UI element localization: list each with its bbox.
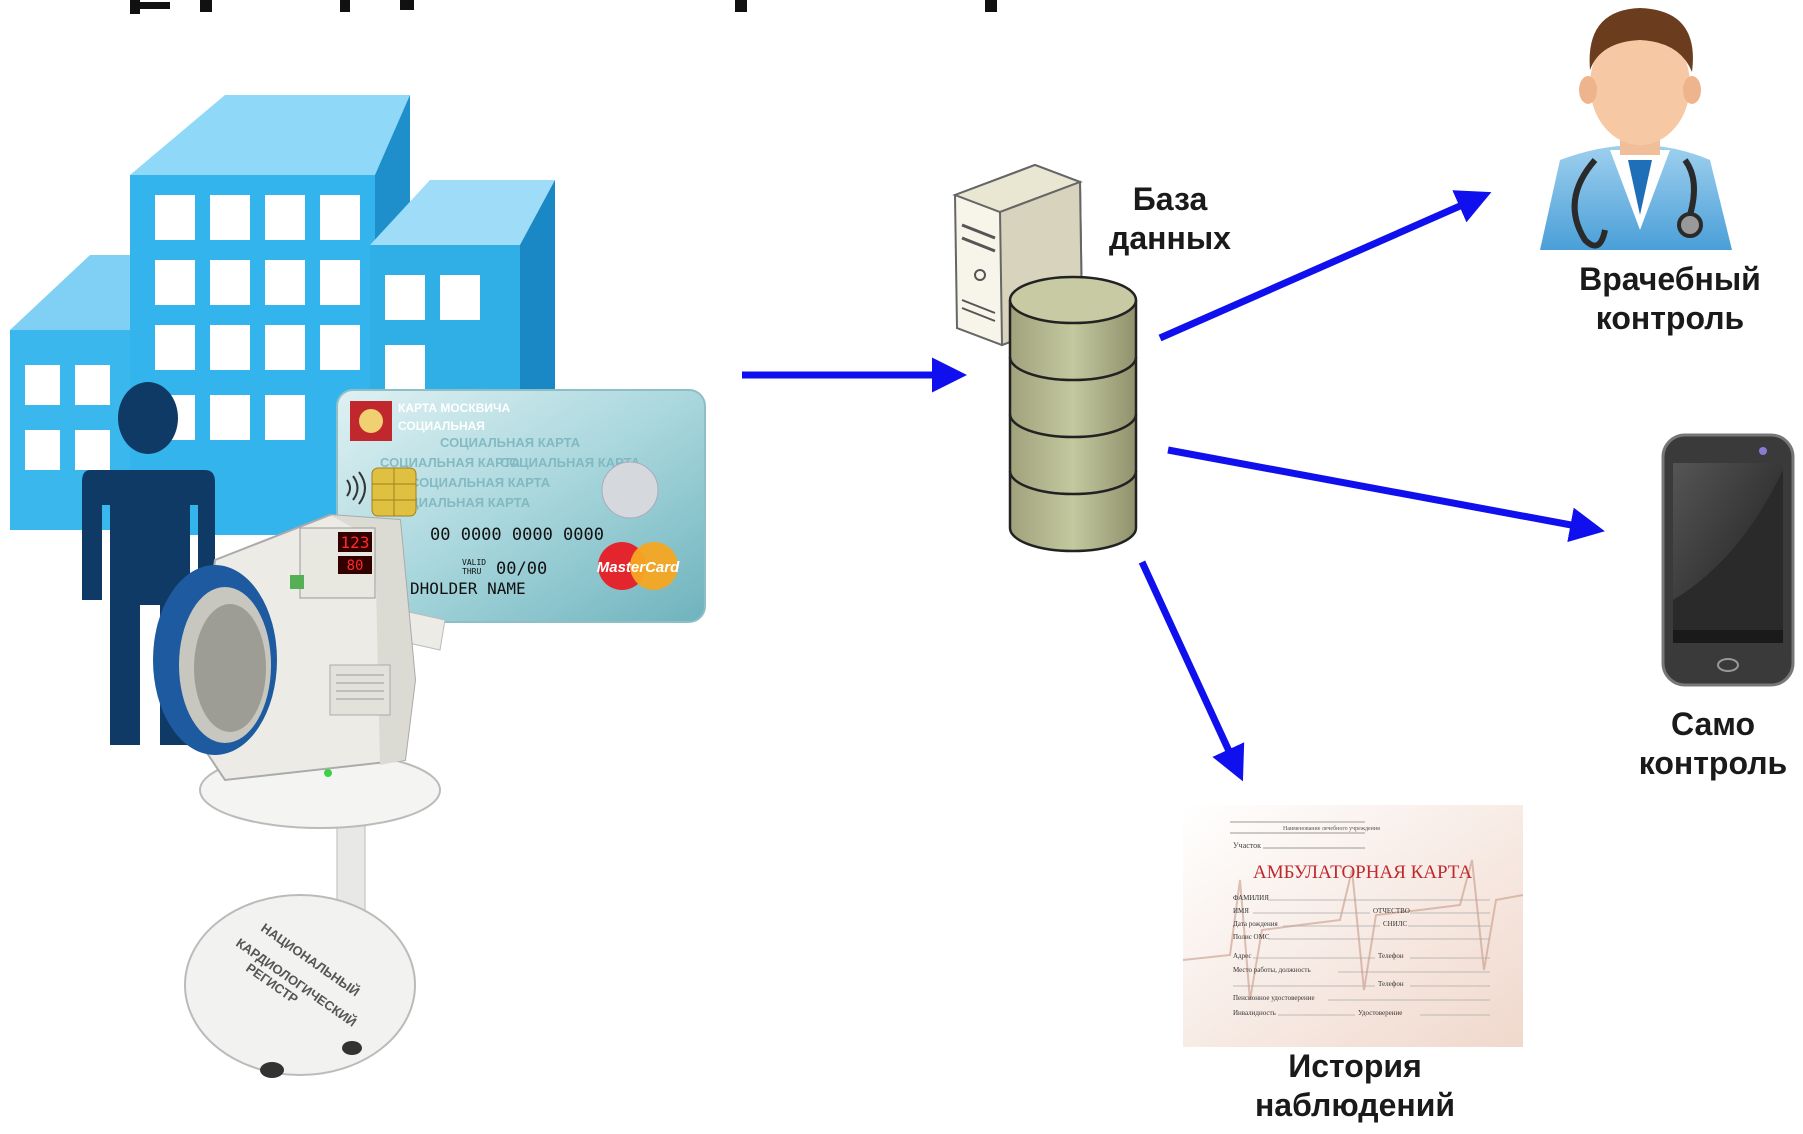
doctor-label: Врачебный контроль: [1550, 260, 1790, 338]
card-valid-label-1: VALID: [462, 558, 486, 567]
database-label: База данных: [1095, 180, 1245, 258]
field-label: Дата рождения: [1233, 920, 1279, 928]
arrow-database-to-phone: [1167, 446, 1605, 543]
card-number: 00 0000 0000 0000: [430, 525, 604, 545]
ambulatory-card-image: Наименование лечебного учреждения Участо…: [1182, 805, 1524, 1047]
card-watermark: СОЦИАЛЬНАЯ КАРТА: [380, 455, 521, 470]
side-field-label: Удостоверение: [1358, 1009, 1402, 1017]
bp-systolic: 123: [341, 533, 370, 552]
side-field-label: ОТЧЕСТВО: [1373, 907, 1410, 915]
field-label: Инвалидность: [1233, 1009, 1276, 1017]
history-label-line1: История: [1288, 1048, 1422, 1084]
field-label: ФАМИЛИЯ: [1233, 894, 1269, 902]
doctor-label-line1: Врачебный: [1579, 261, 1761, 297]
arrow-database-to-doctor: [1158, 190, 1492, 342]
blood-pressure-monitor-icon: НАЦИОНАЛЬНЫЙ КАРДИОЛОГИЧЕСКИЙ РЕГИСТР 12…: [153, 513, 446, 1078]
side-field-label: СНИЛС: [1383, 920, 1408, 928]
field-label: Полис ОМС: [1233, 933, 1270, 941]
side-field-label: Телефон: [1378, 980, 1404, 988]
field-label: Место работы, должность: [1233, 966, 1311, 974]
card-subtitle: СОЦИАЛЬНАЯ: [398, 419, 485, 433]
social-card: КАРТА МОСКВИЧА СОЦИАЛЬНАЯ СОЦИАЛЬНАЯ КАР…: [336, 389, 706, 623]
ambulatory-title: АМБУЛАТОРНАЯ КАРТА: [1253, 862, 1472, 883]
history-label-line2: наблюдений: [1254, 1087, 1456, 1124]
card-watermark: СОЦИАЛЬНАЯ КАРТА: [500, 455, 641, 470]
history-label: История наблюдений: [1210, 1047, 1500, 1125]
section-label: Участок: [1233, 841, 1261, 850]
database-cylinder-icon: [1008, 275, 1138, 553]
side-field-label: Телефон: [1378, 952, 1404, 960]
flow-arrows: [742, 190, 1605, 782]
mastercard-logo: MasterCard: [597, 559, 680, 576]
institution: Наименование лечебного учреждения: [1283, 825, 1380, 832]
card-valid-label-2: THRU: [462, 567, 481, 576]
field-label: ИМЯ: [1233, 907, 1249, 915]
smartphone-icon: [1661, 433, 1795, 687]
card-watermark: СОЦИАЛЬНАЯ КАРТА: [390, 495, 531, 510]
card-valid-date: 00/00: [496, 559, 547, 579]
card-watermark: СОЦИАЛЬНАЯ КАРТА: [410, 475, 551, 490]
phone-label-line2: контроль: [1638, 745, 1788, 782]
field-label: Адрес: [1233, 952, 1252, 960]
card-holder: DHOLDER NAME: [410, 579, 526, 598]
database-label-line2: данных: [1109, 220, 1231, 257]
title-fragment: [130, 0, 997, 14]
database-label-line1: База: [1132, 181, 1208, 217]
card-title: КАРТА МОСКВИЧА: [398, 401, 510, 415]
doctor-icon: [1540, 8, 1732, 250]
field-label: Пенсионное удостоверение: [1233, 994, 1315, 1002]
doctor-label-line2: контроль: [1595, 300, 1745, 337]
phone-label: Само контроль: [1623, 705, 1803, 783]
arrow-database-to-history: [1138, 560, 1245, 782]
phone-label-line1: Само: [1670, 706, 1756, 742]
card-watermark: СОЦИАЛЬНАЯ КАРТА: [440, 435, 581, 450]
bp-diastolic: 80: [347, 558, 364, 574]
